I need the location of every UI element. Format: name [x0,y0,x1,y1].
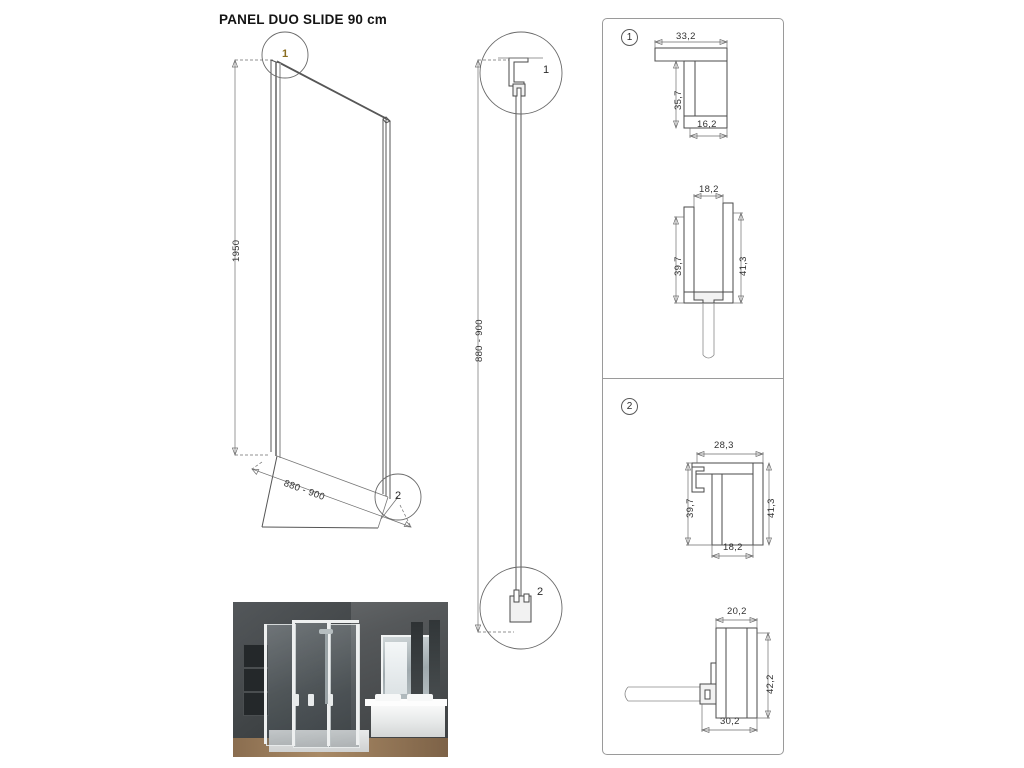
photo-rail-top [292,620,359,623]
photo-wall-panel-2 [429,620,440,710]
product-photo [233,602,448,757]
detail-2-badge: 2 [621,398,638,415]
iso-callout-1: 1 [282,48,289,60]
detail-2b-height: 42,2 [765,674,776,694]
photo-handle-2 [308,694,314,706]
photo-shower-column [325,632,328,704]
photo-basin-1 [375,694,401,701]
photo-handle-1 [293,694,299,706]
photo-shower-head [319,629,333,634]
detail-2b-width: 20,2 [727,606,747,617]
detail-1-width: 33,2 [676,31,696,42]
photo-post-mid-1 [292,620,295,746]
photo-post-left [264,624,267,744]
detail-2b-base-width: 30,2 [720,716,740,727]
photo-countertop [365,699,447,706]
detail-1b-width: 18,2 [699,184,719,195]
photo-post-right [356,624,359,745]
detail-1-badge: 1 [621,29,638,46]
iso-callout-2: 2 [395,490,402,502]
photo-vanity [371,703,445,737]
elevation-callout-1: 1 [543,64,550,76]
elevation-callout-2: 2 [537,586,544,598]
photo-post-mid-2 [327,622,330,746]
detail-panel-divider [603,378,783,379]
photo-handle-3 [328,694,333,706]
photo-wall-panel-1 [411,622,423,708]
detail-1-inner-width: 16,2 [697,119,717,130]
page-title: PANEL DUO SLIDE 90 cm [219,12,387,27]
photo-window [385,642,407,694]
detail-2-inner-width: 18,2 [723,542,743,553]
photo-basin-2 [407,694,433,701]
photo-glass-door-1 [293,620,331,748]
detail-2-width: 28,3 [714,440,734,451]
